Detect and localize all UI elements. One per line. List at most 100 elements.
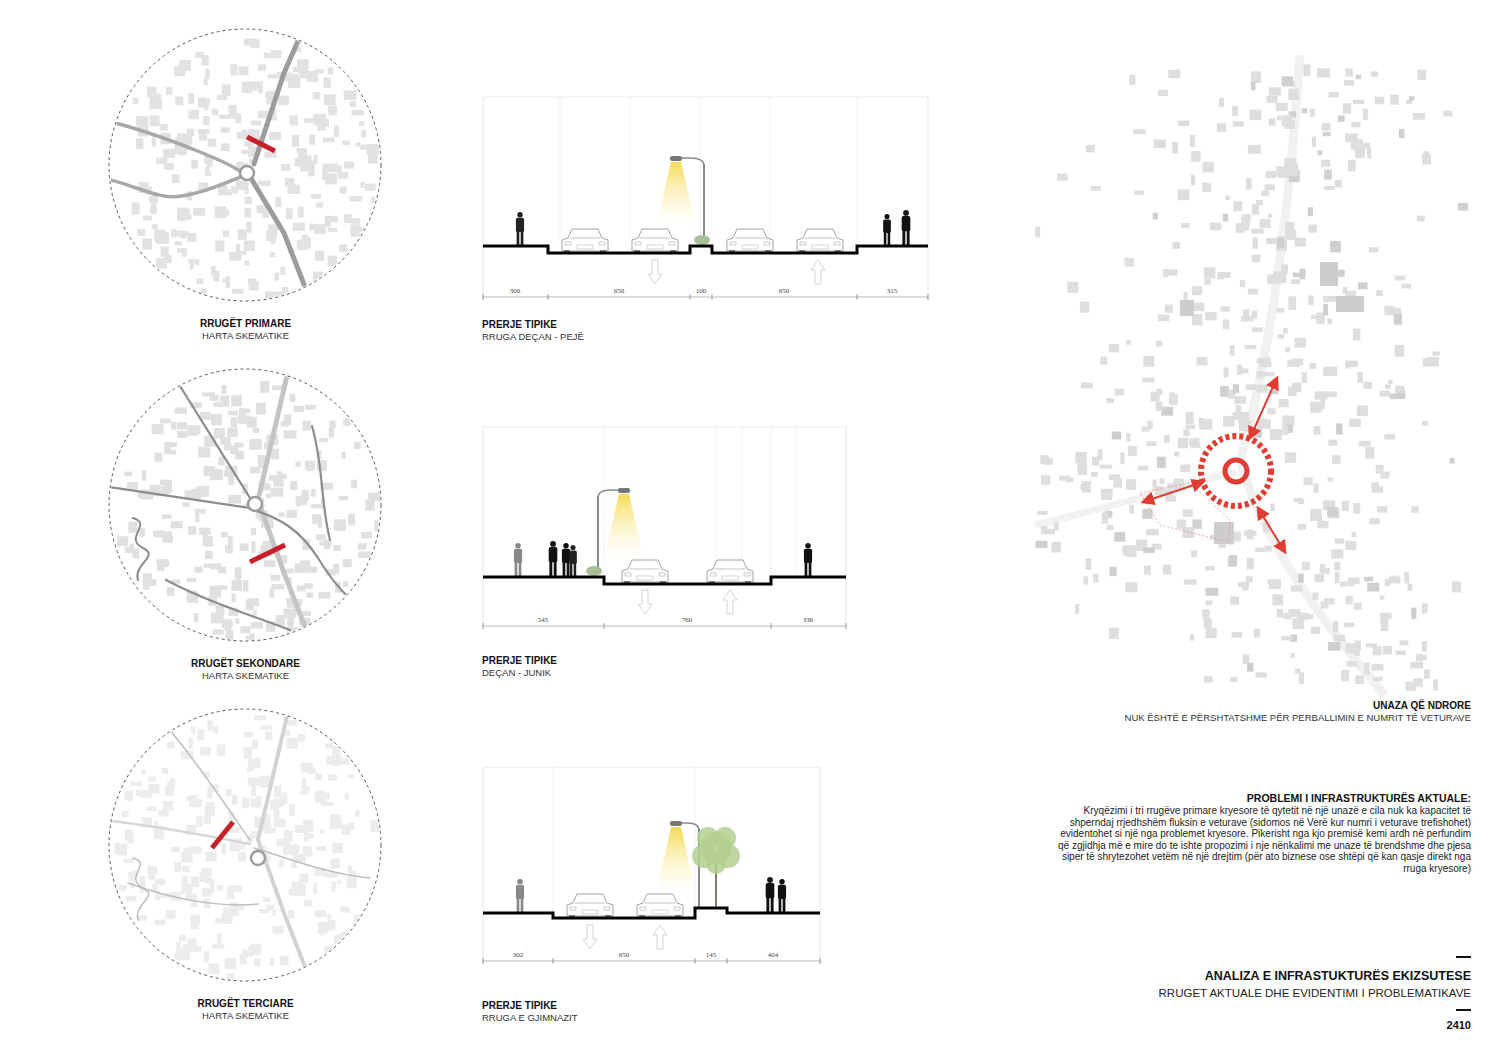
label-holder: PRERJE TIPIKE [482,655,557,667]
sheet-title: ANALIZA E INFRASTUKTURËS EKIZSUTESE [991,969,1471,984]
shrub [586,566,602,576]
label-holder: 404 [733,951,813,959]
direction-arrow [638,590,652,614]
tree [692,827,740,908]
label-holder: PRERJE TIPIKE [482,1000,557,1012]
label-holder: RRUGA DEÇAN - PEJË [482,331,584,343]
title-bar [1456,956,1471,958]
schematic-map [108,28,383,303]
dimension: 302 [478,951,558,959]
ring-road [1201,436,1271,506]
person-silhouette [766,877,775,913]
label-holder: 760 [647,616,727,624]
map-subtitle: HARTA SKEMATIKE [202,330,289,342]
car-symbol [632,229,678,253]
section-title: PRERJE TIPIKE [482,1000,557,1012]
person-silhouette [514,543,522,577]
dimension: 404 [733,951,813,959]
ground-profile [483,577,846,584]
street-section [483,97,928,300]
label-holder: 2410 [991,1019,1471,1032]
problem-heading: PROBLEMI I INFRASTRUKTURËS AKTUALE: [991,792,1471,804]
direction-arrow [583,925,597,949]
dimension: 650 [744,287,824,295]
circle-outline [109,709,381,981]
label-holder: 302 [478,951,558,959]
map-caption: RRUGËT SEKONDAREHARTA SKEMATIKE [108,658,383,682]
person-silhouette [569,545,577,577]
label-holder: PROBLEMI I INFRASTRUKTURËS AKTUALE: [991,792,1471,804]
dimension: 145 [671,951,751,959]
map-circle: RRUGËT PRIMAREHARTA SKEMATIKE [108,28,383,348]
person-silhouette [562,543,570,577]
section-title: PRERJE TIPIKE [482,655,557,667]
person-silhouette [778,879,786,913]
map-circle: RRUGËT SEKONDAREHARTA SKEMATIKE [108,368,383,688]
shrub [694,235,710,245]
flow-arrow [1250,378,1277,438]
direction-arrow [723,590,737,614]
label-holder: DEÇAN - JUNIK [482,667,551,679]
car-symbol [622,560,668,584]
label-holder: 145 [671,951,751,959]
sheet-caption: RRUGET AKTUALE DHE EVIDENTIMI I PROBLEMA… [991,986,1471,1000]
label-holder: Kryqëzimi i tri rrugëve primare kryesore… [1056,805,1471,875]
person-silhouette [902,210,911,246]
car-symbol [637,894,683,918]
dimension-line [483,297,928,298]
dimension-line [483,961,820,962]
dimension: 650 [579,287,659,295]
street-section [483,427,846,629]
person-silhouette [804,543,812,577]
circle-outline [109,369,381,641]
dimension: 330 [768,616,848,624]
flow-arrow [1143,482,1203,502]
label-holder: UNAZA QË NDRORE [991,700,1471,712]
person-silhouette [883,214,891,246]
map-subtitle: HARTA SKEMATIKE [202,1010,289,1022]
direction-arrow [653,925,667,949]
section-subtitle: RRUGA E GJIMNAZIT [482,1012,578,1024]
dimension: 545 [503,616,583,624]
label-holder: 545 [503,616,583,624]
label-holder: RRUGA E GJIMNAZIT [482,1012,578,1024]
ring-centre [1225,460,1247,482]
label-holder: NUK ËSHTË E PËRSHTATSHME PËR PERBALLIMIN… [991,712,1471,724]
map-title: RRUGËT PRIMARE [200,318,291,330]
sheet-number: 2410 [991,1019,1471,1032]
title-holder: ANALIZA E INFRASTUKTURËS EKIZSUTESE [991,969,1471,984]
label-holder: 300 [475,287,555,295]
person-silhouette [549,541,558,577]
label-holder: 650 [579,287,659,295]
label-holder: 315 [852,287,932,295]
car-symbol [567,894,613,918]
ground-profile [483,908,820,918]
person-silhouette [516,879,524,913]
label-holder: 650 [744,287,824,295]
section-cut [250,545,285,562]
car-symbol [707,560,753,584]
section-subtitle: RRUGA DEÇAN - PEJË [482,331,584,343]
direction-arrow [648,260,662,284]
map-heading: UNAZA QË NDRORE [991,700,1471,712]
dimension: 760 [647,616,727,624]
map-subtitle: HARTA SKEMATIKE [202,670,289,682]
direction-arrow [811,260,825,284]
dimension: 300 [475,287,555,295]
section-cut [247,137,275,151]
map-note: NUK ËSHTË E PËRSHTATSHME PËR PERBALLIMIN… [991,712,1471,724]
schematic-map [108,708,383,983]
map-caption: RRUGËT TERCIAREHARTA SKEMATIKE [108,998,383,1022]
lamp-pole [597,496,599,574]
problem-text: Kryqëzimi i tri rrugëve primare kryesore… [1056,805,1471,875]
car-symbol [727,229,773,253]
person-silhouette [516,212,524,246]
dimension: 650 [584,951,664,959]
schematic-map [108,368,383,643]
ground-profile [483,246,928,253]
flow-arrow [1258,508,1285,552]
dimension: 100 [661,287,741,295]
title-bar [1456,1009,1471,1011]
